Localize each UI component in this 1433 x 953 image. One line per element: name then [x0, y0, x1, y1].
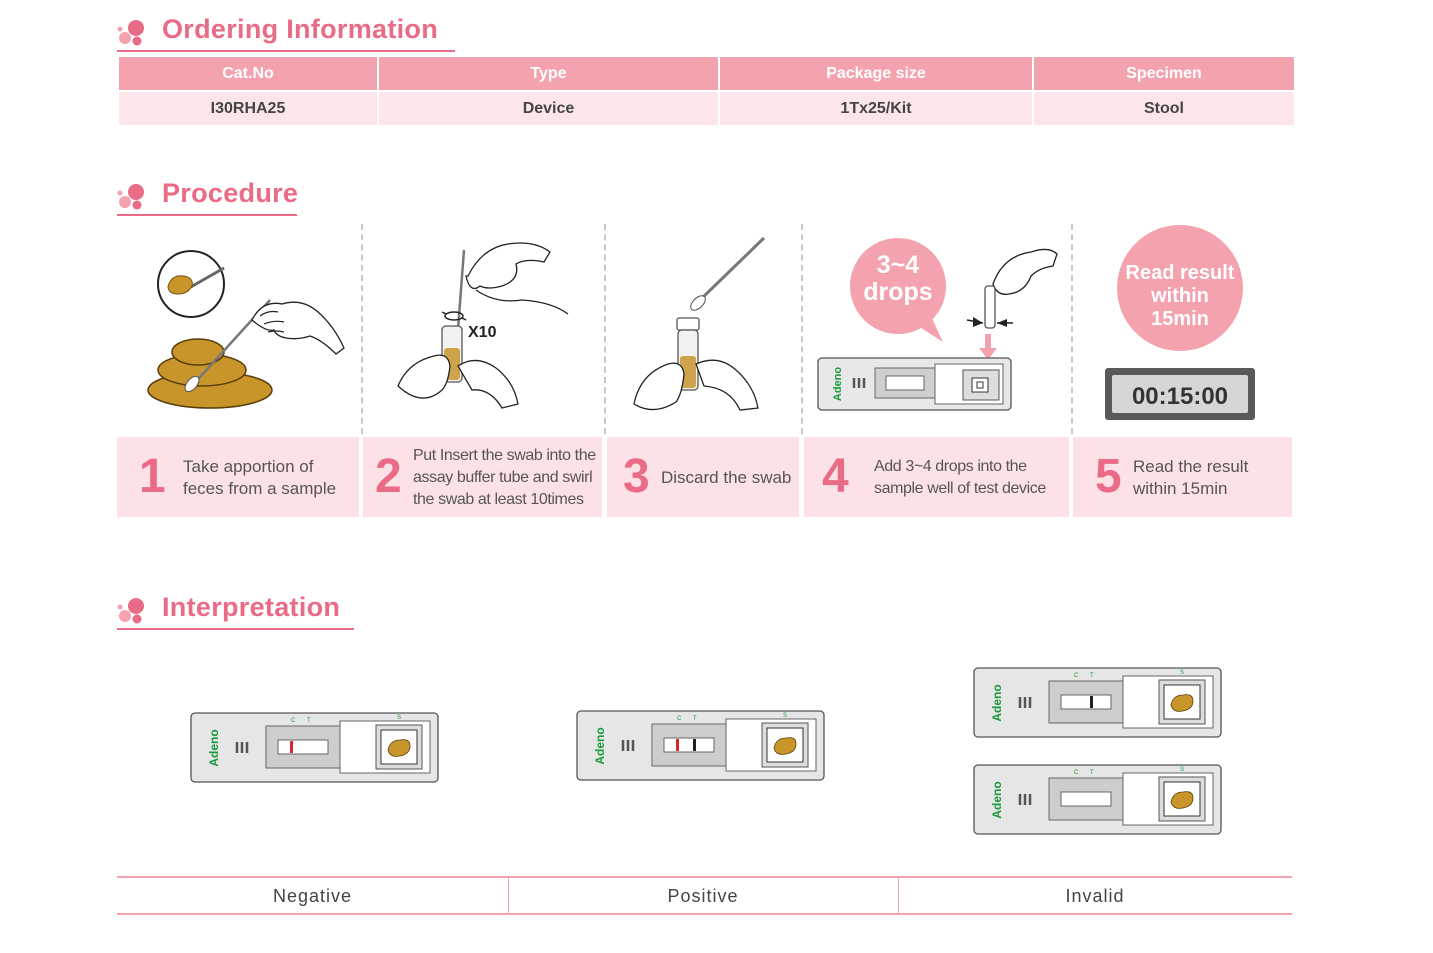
test-device-icon: Adeno C T S	[576, 710, 825, 781]
test-line	[693, 739, 696, 751]
step-box-5: 5 Read the result within 15min	[1073, 437, 1292, 517]
title-underline	[117, 214, 297, 216]
sample-label: S	[397, 715, 401, 721]
test-device-icon: Adeno C T S	[190, 712, 439, 783]
sample-label: S	[1180, 670, 1184, 676]
test-label: T	[1090, 770, 1094, 776]
device-brand: Adeno	[593, 727, 607, 764]
test-label: T	[693, 716, 697, 722]
sample-label: S	[1180, 767, 1184, 773]
bubbles-icon	[117, 184, 144, 210]
timer-display: 00:15:00	[1132, 383, 1228, 410]
device-brand: Adeno	[990, 781, 1004, 818]
step-divider	[604, 224, 606, 434]
swirl-count-label: X10	[468, 324, 497, 341]
control-line	[676, 739, 679, 751]
table-header-row: Cat.No Type Package size Specimen	[119, 57, 1294, 92]
label-invalid: Invalid	[1065, 886, 1125, 906]
bubbles-icon	[117, 598, 144, 624]
table-cell: 1Tx25/Kit	[720, 92, 1032, 125]
step-box-2: 2 Put Insert the swab into the assay buf…	[363, 437, 602, 517]
step-text: Add 3~4 drops into the sample well of te…	[874, 458, 1046, 497]
ordering-table: Cat.No Type Package size Specimen I30RHA…	[117, 57, 1296, 125]
read-bubble-line2: within	[1150, 285, 1209, 307]
test-label: T	[1090, 673, 1094, 679]
interp-top-line	[117, 876, 1292, 878]
step-text: Take apportion of feces from a sample	[183, 457, 337, 498]
test-label: T	[307, 718, 311, 724]
step-divider	[801, 224, 803, 434]
step-box-3: 3 Discard the swab	[607, 437, 799, 517]
header-cell: Type	[379, 57, 718, 92]
section-title: Procedure	[162, 178, 299, 208]
bubbles-icon	[117, 20, 144, 46]
step-number: 3	[623, 450, 650, 503]
swirl-swab-illustration: X10	[397, 242, 569, 409]
step-text: Read the result within 15min	[1133, 457, 1249, 498]
drops-bubble-line2: drops	[863, 278, 932, 306]
sample-label: S	[783, 713, 787, 719]
device-invalid-1: Adeno C T S	[973, 667, 1222, 743]
step-text: Discard the swab	[661, 468, 792, 487]
header-cell: Specimen	[1034, 57, 1294, 92]
drops-bubble-line1: 3~4	[877, 251, 920, 279]
test-device-icon: Adeno C T S	[973, 667, 1222, 738]
title-underline	[117, 50, 455, 52]
step-divider	[361, 224, 363, 434]
label-negative: Negative	[272, 886, 353, 906]
timer-illustration: Read result within 15min 00:15:00	[1105, 225, 1255, 420]
section-title: Interpretation	[162, 592, 341, 622]
step-number: 2	[375, 450, 402, 503]
device-brand: Adeno	[990, 684, 1004, 721]
header-cell: Package size	[720, 57, 1032, 92]
label-positive: Positive	[667, 886, 739, 906]
device-positive: Adeno C T S	[576, 710, 825, 786]
header-cell: Cat.No	[119, 57, 377, 92]
add-drops-illustration: 3~4 drops Adeno	[817, 238, 1058, 411]
step-number: 1	[139, 450, 166, 503]
table-cell: Stool	[1034, 92, 1294, 125]
interp-bottom-line	[117, 913, 1292, 915]
step-number: 5	[1095, 450, 1122, 503]
device-brand: Adeno	[832, 367, 844, 402]
stool-sample-illustration	[147, 250, 345, 409]
test-line	[1090, 696, 1093, 708]
table-cell: Device	[379, 92, 718, 125]
read-bubble-line3: 15min	[1151, 308, 1209, 330]
interp-separator	[898, 878, 899, 914]
step-divider	[1071, 224, 1073, 434]
discard-swab-illustration	[633, 236, 766, 411]
device-invalid-2: Adeno C T S	[973, 764, 1222, 840]
control-label: C	[677, 716, 682, 722]
device-brand: Adeno	[207, 729, 221, 766]
step-box-1: 1 Take apportion of feces from a sample	[117, 437, 359, 517]
section-title: Ordering Information	[162, 14, 438, 44]
device-negative: Adeno C T S	[190, 712, 439, 788]
interp-separator	[508, 878, 509, 914]
title-underline	[117, 628, 354, 630]
control-line	[290, 741, 293, 753]
step-text: Put Insert the swab into the assay buffe…	[413, 447, 596, 508]
test-device-icon: Adeno C T S	[973, 764, 1222, 835]
table-row: I30RHA25 Device 1Tx25/Kit Stool	[119, 92, 1294, 125]
control-label: C	[291, 718, 296, 724]
control-label: C	[1074, 673, 1079, 679]
step-box-4: 4 Add 3~4 drops into the sample well of …	[804, 437, 1069, 517]
step-number: 4	[822, 450, 849, 503]
read-bubble-line1: Read result	[1126, 262, 1235, 284]
table-cell: I30RHA25	[119, 92, 377, 125]
control-label: C	[1074, 770, 1079, 776]
